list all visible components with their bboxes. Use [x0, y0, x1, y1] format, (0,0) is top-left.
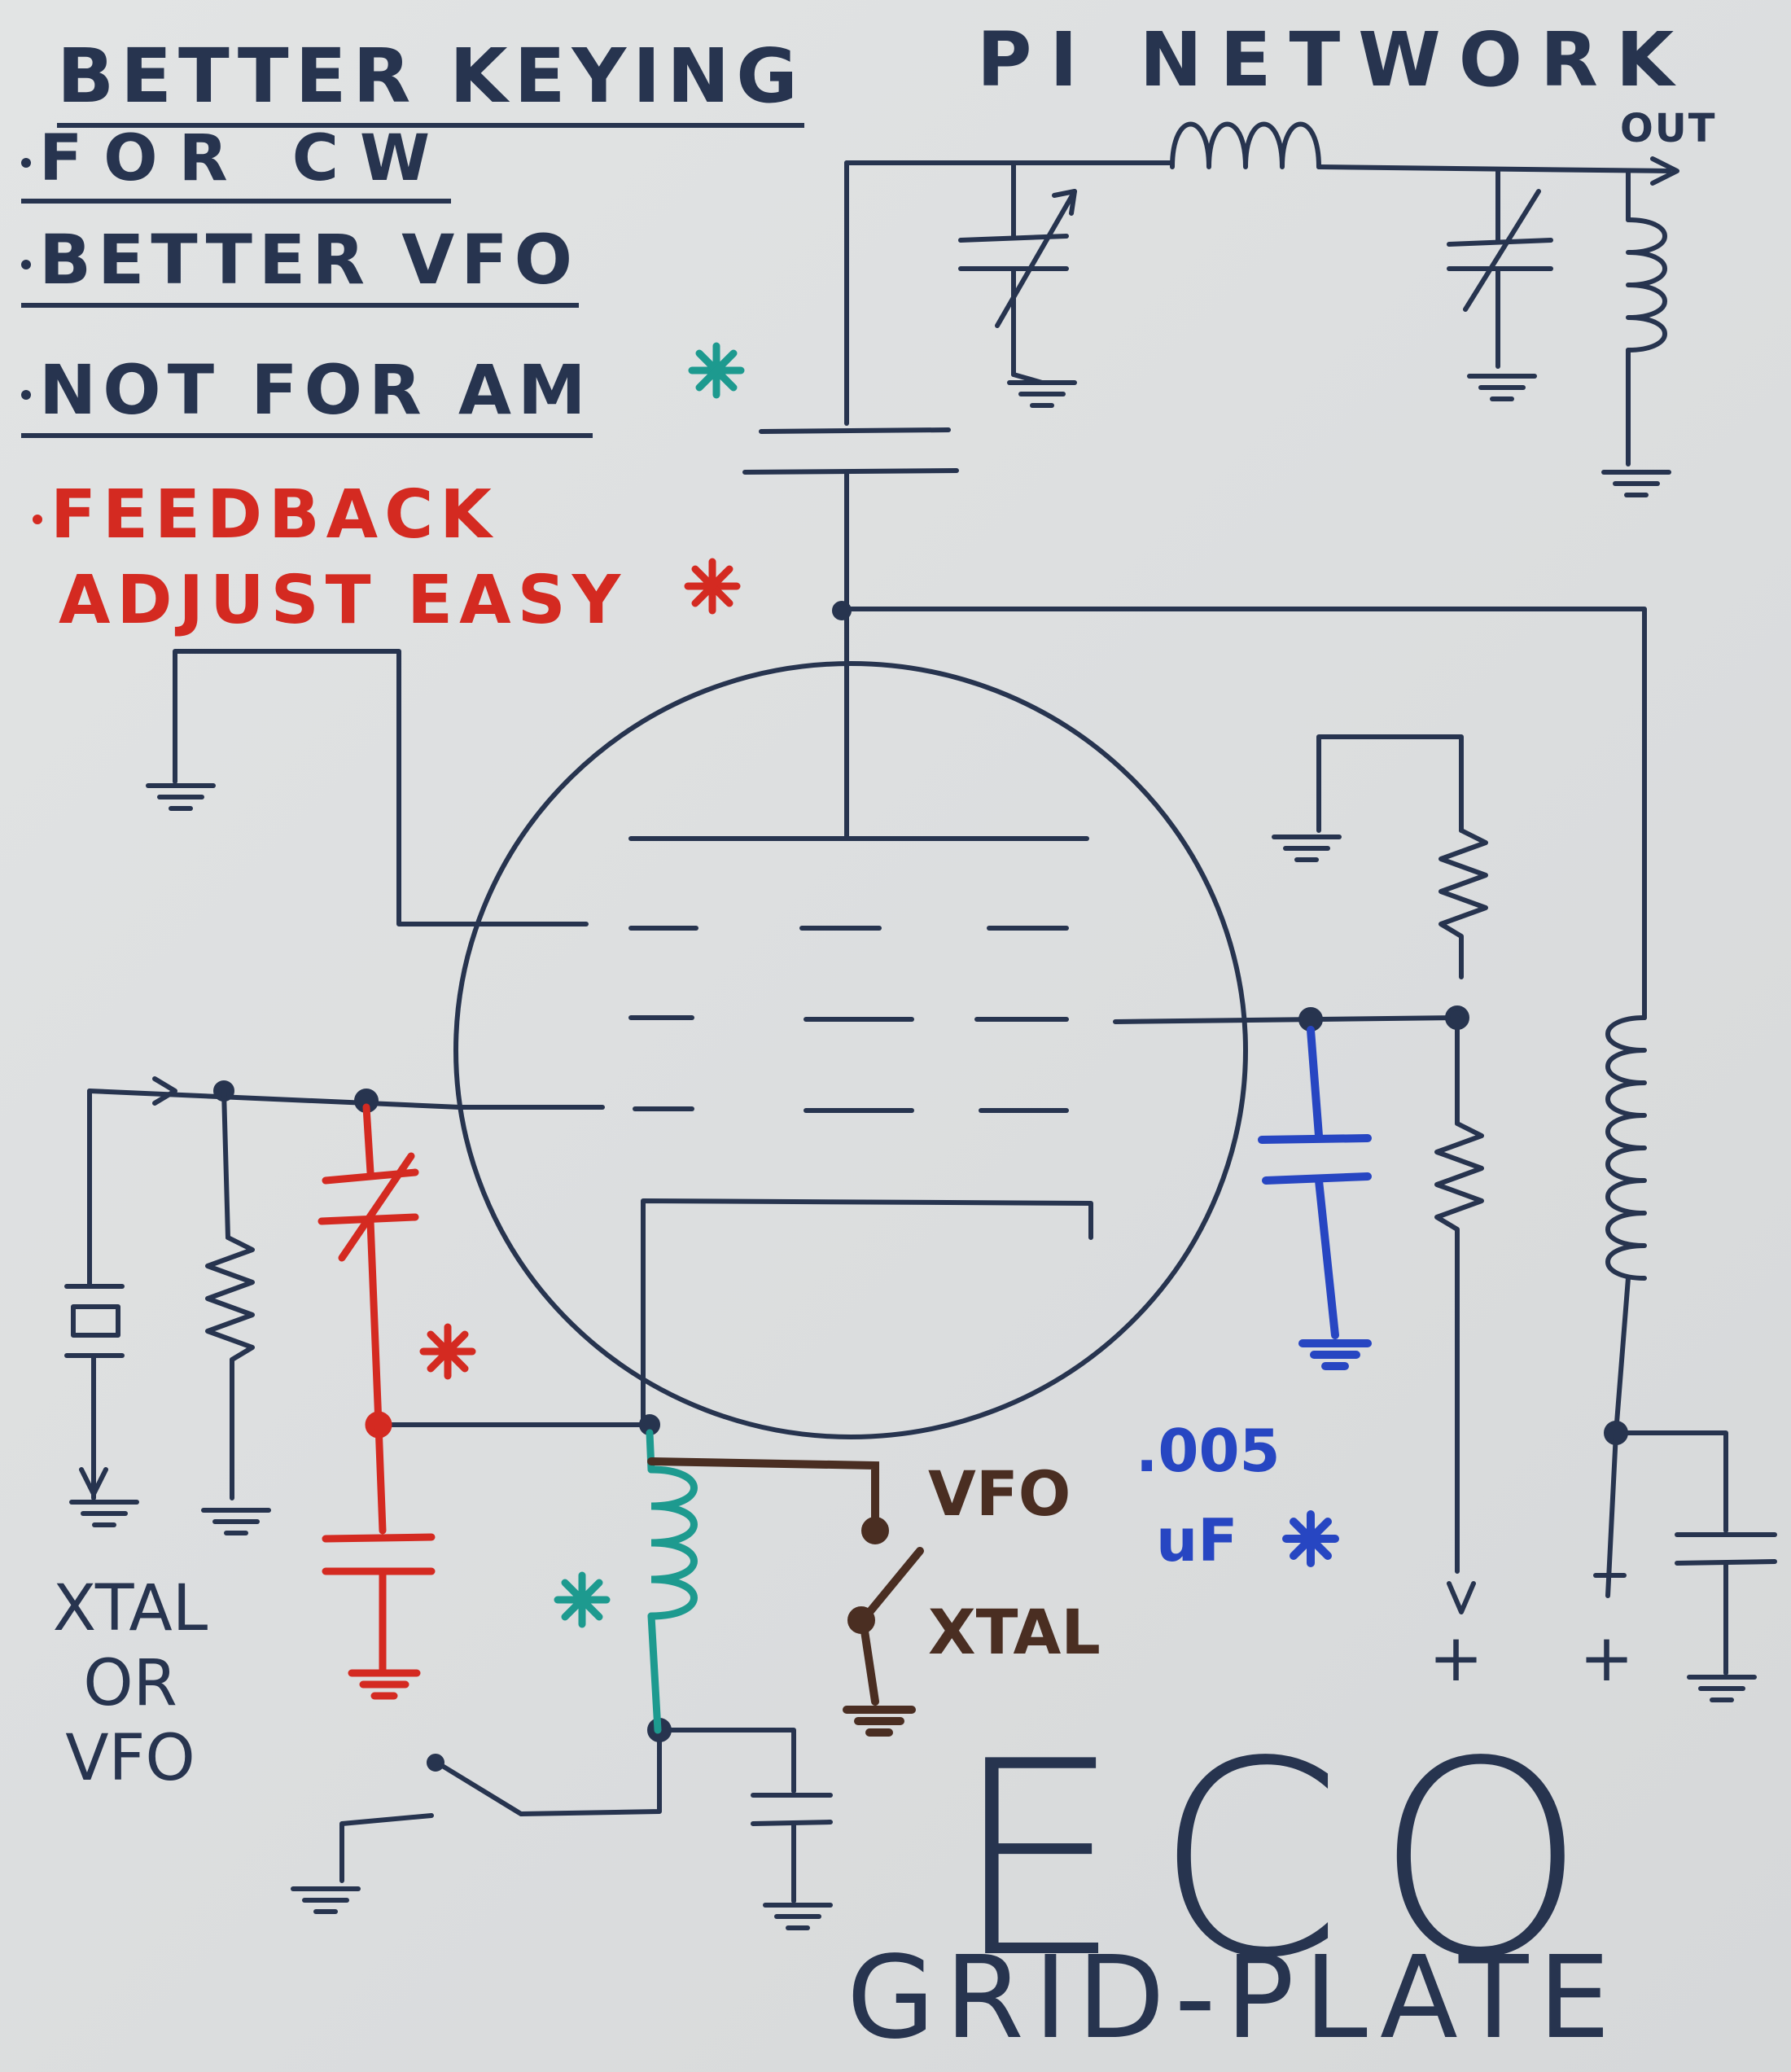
title-pi-network: PI NETWORK [977, 16, 1692, 103]
bullet-dot [21, 157, 31, 168]
label-line: XTAL [52, 1572, 208, 1645]
bullet-text: FEEDBACK [50, 476, 498, 554]
label-line: VFO [65, 1722, 195, 1795]
pi-network [844, 121, 1679, 496]
tube-grids [458, 922, 1069, 1113]
bullet-not-for-am: NOT FOR AM [21, 350, 593, 438]
plus-sign-screen: + [1429, 1620, 1484, 1696]
bullet-for-cw: FOR CW [21, 122, 452, 204]
bullet-feedback: FEEDBACK [33, 476, 498, 554]
bullet-better-vfo: BETTER VFO [21, 220, 580, 308]
xtal-or-vfo-label: XTAL OR VFO [33, 1571, 228, 1796]
plus-sign-plate: + [1579, 1620, 1635, 1696]
switch-label-xtal: XTAL [928, 1596, 1101, 1668]
bullet-dot [21, 390, 31, 401]
title-better-keying: BETTER KEYING [57, 33, 804, 128]
bullet-text: FOR CW [39, 122, 452, 195]
label-line: OR [83, 1647, 177, 1720]
feedback-network [317, 562, 737, 1696]
bullet-dot [21, 260, 31, 270]
bullet-text: BETTER VFO [39, 220, 580, 300]
bullet-text: NOT FOR AM [39, 350, 593, 430]
cap-value-005: .005 [1136, 1417, 1281, 1485]
subtitle-grid-plate: GRID-PLATE [847, 1932, 1620, 2065]
vacuum-tube-envelope [453, 661, 1248, 1439]
crystal-symbol [71, 1304, 120, 1338]
screen-bypass-cap [1258, 1026, 1372, 1563]
bullet-adjust-easy: ADJUST EASY [59, 562, 628, 639]
bullet-dot [33, 514, 42, 524]
switch-label-vfo: VFO [928, 1457, 1071, 1530]
cap-value-uf: uF [1156, 1506, 1238, 1575]
cathode-coil [558, 346, 741, 1734]
big-title-eco: ECO [952, 1704, 1619, 2017]
out-label: OUT [1620, 106, 1717, 151]
vfo-xtal-switch [647, 1457, 924, 1733]
